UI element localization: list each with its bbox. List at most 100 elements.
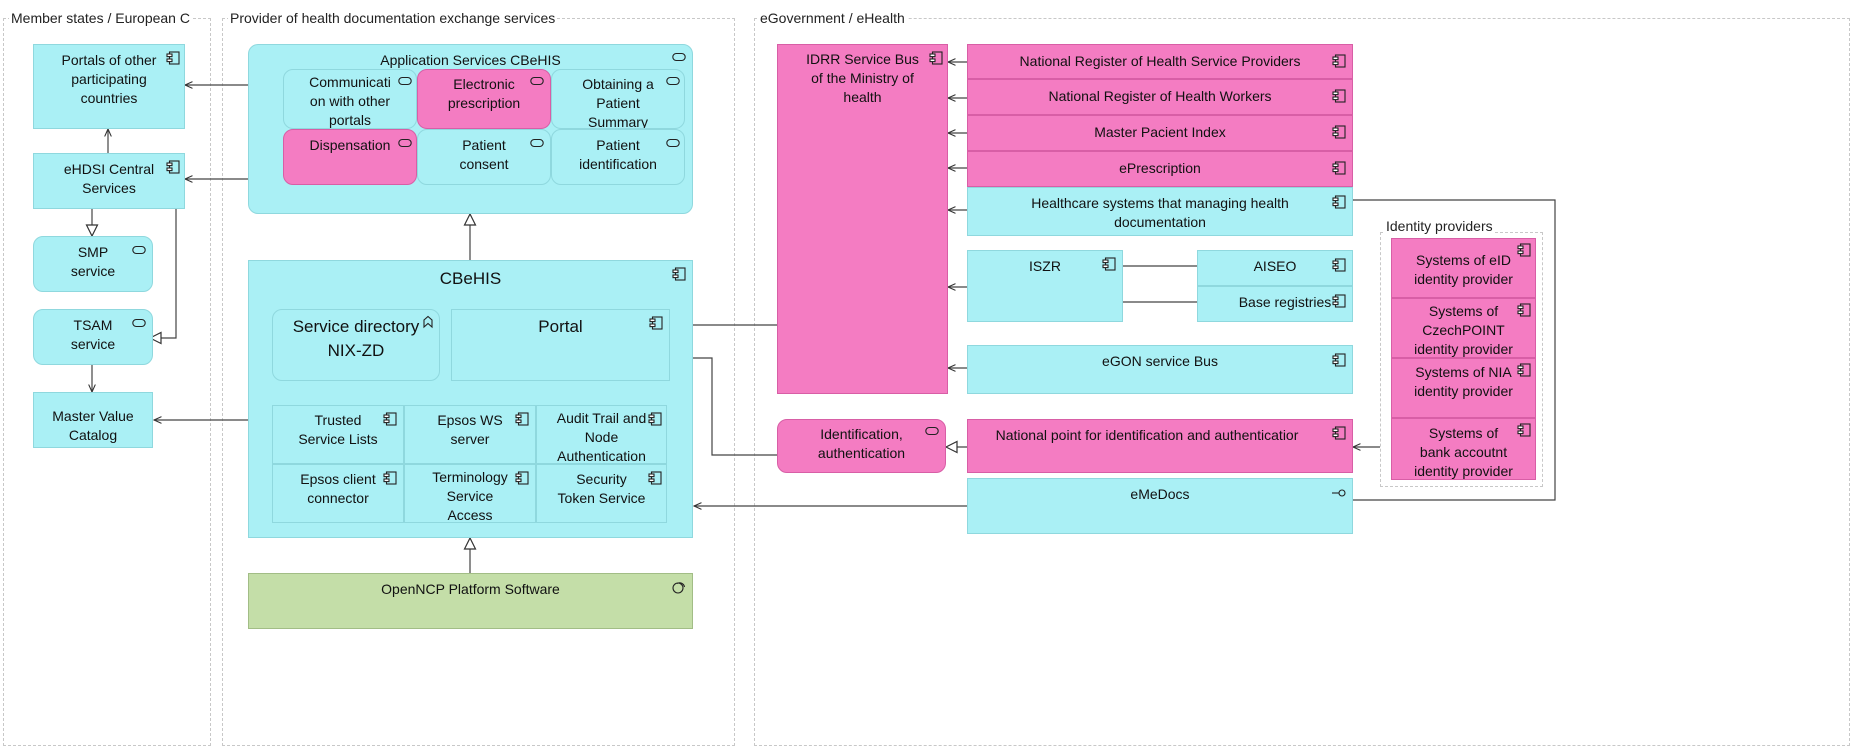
component-icon xyxy=(1332,258,1346,272)
bank-label: Systems of bank accoutnt identity provid… xyxy=(1414,425,1513,479)
egon-label: eGON service Bus xyxy=(1102,353,1218,369)
egon-service-bus[interactable]: eGON service Bus xyxy=(967,345,1353,394)
component-icon xyxy=(515,412,529,426)
service-icon xyxy=(132,243,146,257)
service-directory-label: Service directory NIX-ZD xyxy=(292,317,420,360)
aiseo-label: AISEO xyxy=(1253,258,1297,274)
component-icon xyxy=(1332,353,1346,367)
patient-consent[interactable]: Patient consent xyxy=(417,129,551,185)
security-label: Security Token Service xyxy=(557,471,646,506)
terminology-service-access[interactable]: Terminology Service Access xyxy=(404,464,536,523)
iszr[interactable]: ISZR xyxy=(967,250,1123,322)
idrr-service-bus[interactable]: IDRR Service Bus of the Ministry of heal… xyxy=(777,44,948,394)
portals-of-other-countries[interactable]: Portals of other participating countries xyxy=(33,44,185,129)
emedocs[interactable]: eMeDocs xyxy=(967,478,1353,534)
egov-label: eGovernment / eHealth xyxy=(758,10,907,26)
master-pacient-index[interactable]: Master Pacient Index xyxy=(967,115,1353,151)
component-icon xyxy=(1332,195,1346,209)
ehdsi-central-services[interactable]: eHDSI Central Services xyxy=(33,153,185,209)
smp-label: SMP service xyxy=(70,244,116,279)
service-directory-nix-zd[interactable]: Service directory NIX-ZD xyxy=(272,309,440,381)
patient-identification[interactable]: Patient identification xyxy=(551,129,685,185)
healthcare-systems[interactable]: Healthcare systems that managing health … xyxy=(967,187,1353,236)
eid-label: Systems of eID identity provider xyxy=(1414,252,1513,287)
component-icon xyxy=(166,51,180,65)
systems-of-czechpoint-identity-provider[interactable]: Systems of CzechPOINT identity provider xyxy=(1391,298,1536,358)
service-icon xyxy=(132,316,146,330)
openncp-label: OpenNCP Platform Software xyxy=(381,581,560,597)
component-icon xyxy=(383,412,397,426)
patient-identification-label: Patient identification xyxy=(579,137,657,172)
obtaining-patient-summary[interactable]: Obtaining a Patient Summary xyxy=(551,69,685,129)
identification-authentication-service[interactable]: Identification, authentication xyxy=(777,419,946,473)
component-icon xyxy=(672,267,686,281)
eprescription-register-label: ePrescription xyxy=(1119,160,1201,176)
component-icon xyxy=(166,160,180,174)
security-token-service[interactable]: Security Token Service xyxy=(536,464,667,523)
patient-consent-label: Patient consent xyxy=(459,137,509,172)
base-registries[interactable]: Base registries xyxy=(1197,286,1353,322)
component-icon xyxy=(1517,303,1531,317)
epsos-ws-server[interactable]: Epsos WS server xyxy=(404,405,536,464)
component-icon xyxy=(383,471,397,485)
electronic-prescription[interactable]: Electronic prescription xyxy=(417,69,551,129)
czechpoint-label: Systems of CzechPOINT identity provider xyxy=(1414,303,1513,357)
portal-label: Portal xyxy=(538,317,583,336)
component-icon xyxy=(515,471,529,485)
idrr-label: IDRR Service Bus of the Ministry of heal… xyxy=(806,51,919,105)
service-icon xyxy=(398,74,412,88)
trusted-label: Trusted Service Lists xyxy=(298,412,378,447)
tsam-service[interactable]: TSAM service xyxy=(33,309,153,365)
systems-of-nia-identity-provider[interactable]: Systems of NIA identity provider xyxy=(1391,358,1536,418)
egov-group xyxy=(754,18,1850,746)
portals-label: Portals of other participating countries xyxy=(61,52,157,106)
terminology-label: Terminology Service Access xyxy=(432,469,508,523)
provider-label: Provider of health documentation exchang… xyxy=(228,10,558,26)
patient-summary-label: Obtaining a Patient Summary xyxy=(582,76,654,129)
systems-of-eid-identity-provider[interactable]: Systems of eID identity provider xyxy=(1391,238,1536,298)
dispensation[interactable]: Dispensation xyxy=(283,129,417,185)
service-icon xyxy=(925,424,939,438)
component-icon xyxy=(648,471,662,485)
audit-label: Audit Trail and Node Authentication xyxy=(556,410,647,464)
dispensation-label: Dispensation xyxy=(309,137,391,153)
communication-with-other-portals[interactable]: Communicati on with other portals xyxy=(283,69,417,129)
app-services-title: Application Services CBeHIS xyxy=(380,52,561,68)
aiseo[interactable]: AISEO xyxy=(1197,250,1353,286)
component-icon xyxy=(1517,243,1531,257)
component-icon xyxy=(1332,125,1346,139)
ehdsi-label: eHDSI Central Services xyxy=(63,161,155,196)
service-icon xyxy=(666,136,680,150)
audit-trail-node-authentication[interactable]: Audit Trail and Node Authentication xyxy=(536,405,667,464)
component-icon xyxy=(1332,54,1346,68)
identity-providers-label: Identity providers xyxy=(1384,218,1495,234)
tsam-label: TSAM service xyxy=(70,317,116,352)
openncp-platform-software[interactable]: OpenNCP Platform Software xyxy=(248,573,693,629)
emedocs-label: eMeDocs xyxy=(1130,486,1190,502)
component-icon xyxy=(1517,423,1531,437)
service-icon xyxy=(530,136,544,150)
national-register-health-service-providers[interactable]: National Register of Health Service Prov… xyxy=(967,44,1353,79)
trusted-service-lists[interactable]: Trusted Service Lists xyxy=(272,405,404,464)
identification-label: Identification, authentication xyxy=(817,426,906,461)
nrhsp-label: National Register of Health Service Prov… xyxy=(1019,53,1301,69)
communication-label: Communicati on with other portals xyxy=(309,74,391,128)
nia-label: Systems of NIA identity provider xyxy=(1414,364,1513,399)
service-icon xyxy=(672,50,686,64)
national-register-health-workers[interactable]: National Register of Health Workers xyxy=(967,79,1353,115)
service-icon xyxy=(398,136,412,150)
eprescription-register[interactable]: ePrescription xyxy=(967,151,1353,187)
master-value-catalog[interactable]: Master Value Catalog xyxy=(33,392,153,448)
national-point-identification-authentication[interactable]: National point for identification and au… xyxy=(967,419,1353,473)
component-icon xyxy=(1332,426,1346,440)
component-icon xyxy=(929,51,943,65)
systems-of-bank-account-identity-provider[interactable]: Systems of bank accoutnt identity provid… xyxy=(1391,418,1536,480)
epsos-client-connector[interactable]: Epsos client connector xyxy=(272,464,404,523)
member-states-label: Member states / European C xyxy=(9,10,192,26)
nrhw-label: National Register of Health Workers xyxy=(1048,88,1272,104)
system-software-icon xyxy=(672,580,686,594)
smp-service[interactable]: SMP service xyxy=(33,236,153,292)
portal-component[interactable]: Portal xyxy=(451,309,670,381)
service-icon xyxy=(666,74,680,88)
mvc-label: Master Value Catalog xyxy=(52,408,134,443)
